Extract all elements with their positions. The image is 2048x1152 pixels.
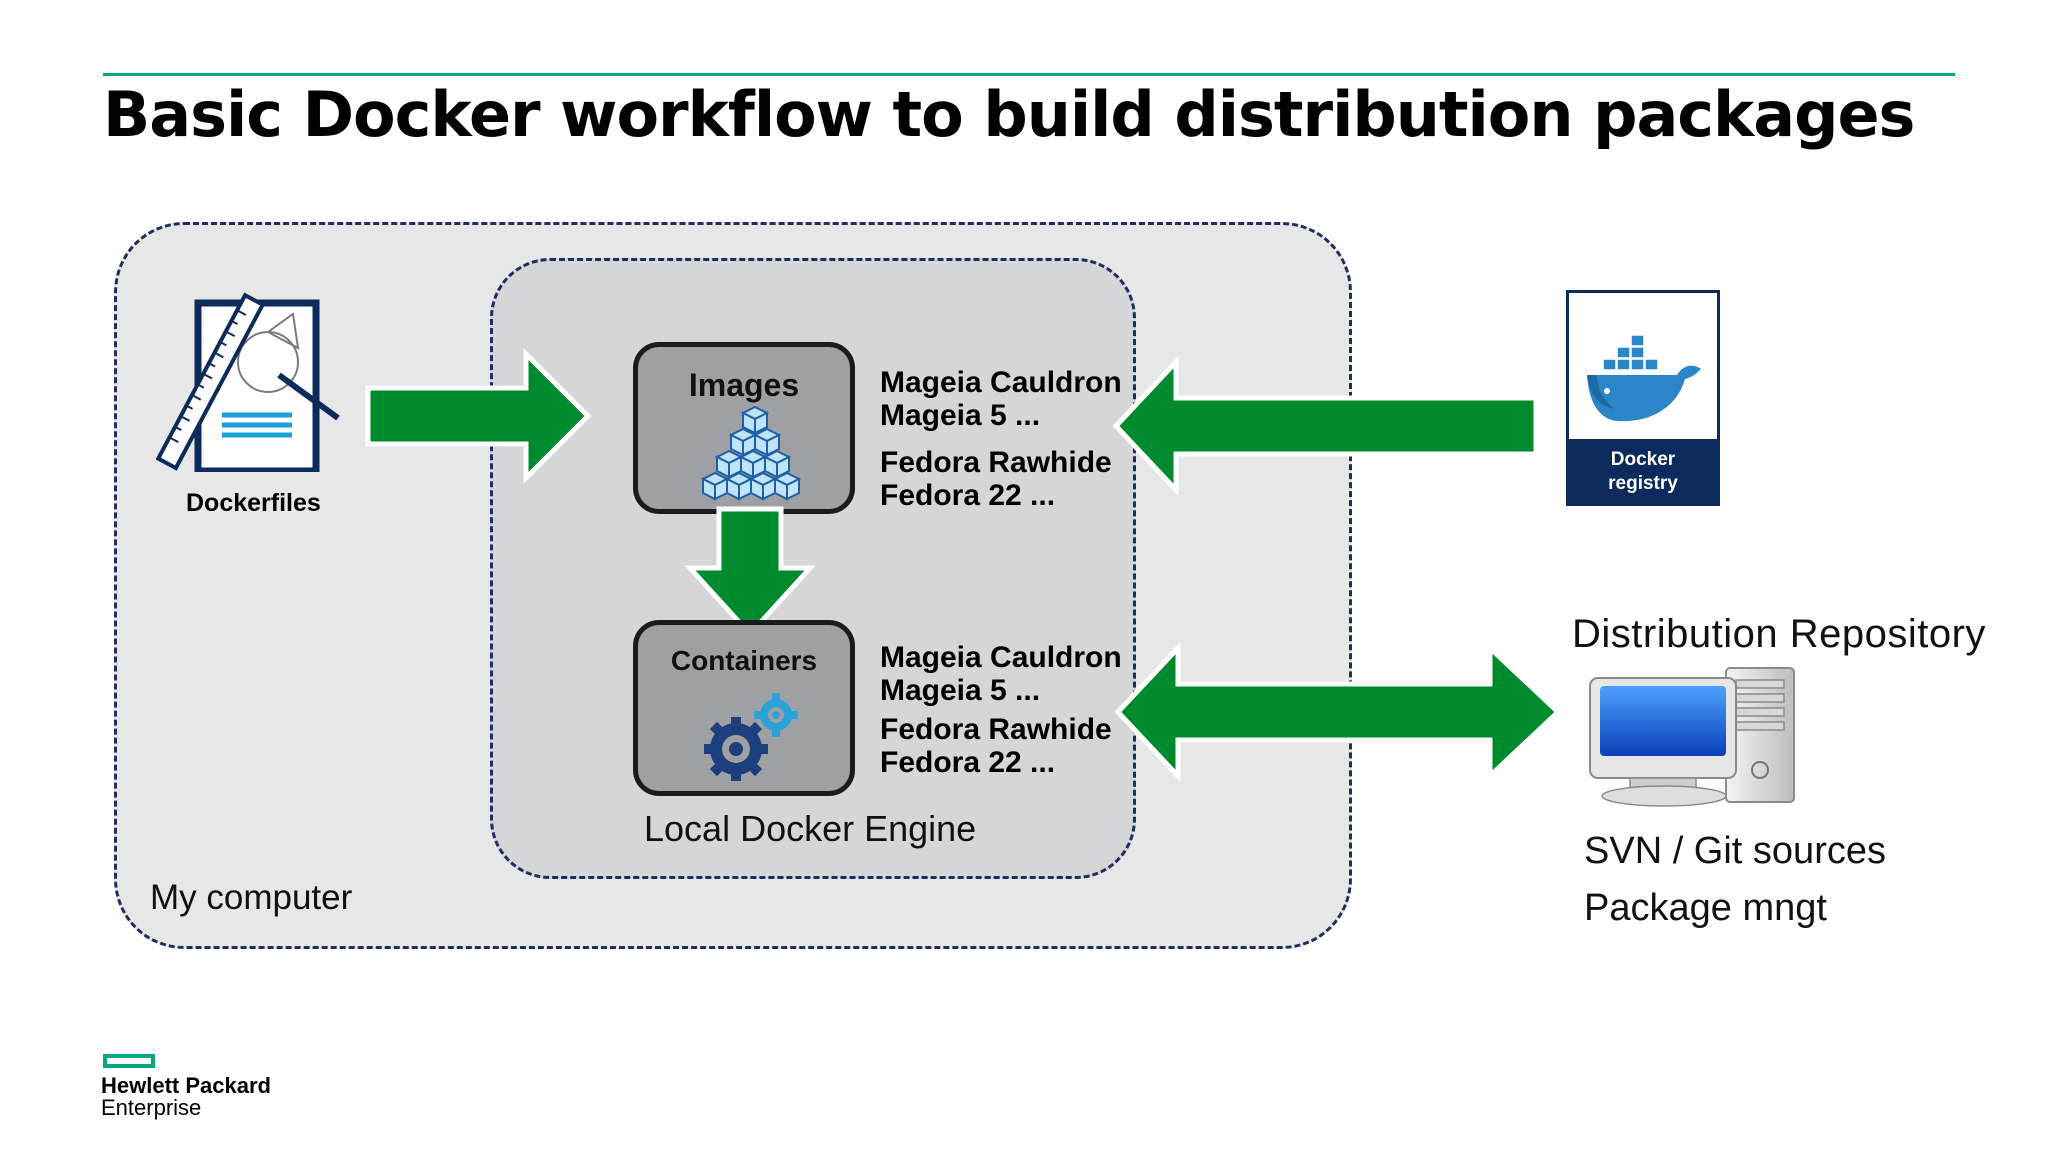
computer-server-icon (1589, 667, 1795, 807)
stacked-cubes-icon (700, 405, 802, 501)
docker-registry-box: Docker registry (1566, 290, 1720, 506)
title-rule (103, 73, 1955, 76)
images-card: Images (633, 342, 855, 514)
arrow-down-images-to-containers (684, 506, 816, 638)
docker-whale-icon (1587, 334, 1701, 422)
docker-registry-label: Docker registry (1569, 439, 1717, 503)
containers-distro-list: Mageia Cauldron Mageia 5 ... Fedora Rawh… (880, 641, 1122, 779)
hpe-logo-rectangle (103, 1054, 155, 1068)
hpe-logo-text: Hewlett Packard Enterprise (101, 1073, 271, 1120)
repository-title: Distribution Repository (1572, 612, 1986, 656)
arrow-right-dockerfiles-to-images (365, 347, 592, 485)
containers-card: Containers (633, 620, 855, 796)
images-distro-mageia-cauldron: Mageia Cauldron (880, 366, 1122, 399)
arrow-left-registry-to-images (1112, 355, 1539, 497)
images-distro-fedora-22: Fedora 22 ... (880, 479, 1056, 512)
containers-label: Containers (670, 645, 818, 676)
slide-title: Basic Docker workflow to build distribut… (103, 78, 1915, 151)
repository-package-mngt: Package mngt (1584, 887, 1827, 929)
my-computer-label: My computer (150, 878, 353, 917)
dockerfile-document-icon (156, 292, 340, 472)
arrow-bidirectional-containers-repository (1114, 641, 1562, 783)
dockerfiles-label: Dockerfiles (186, 489, 321, 517)
images-label: Images (688, 367, 800, 403)
docker-engine-label: Local Docker Engine (644, 808, 977, 849)
images-distro-mageia-5: Mageia 5 ... (880, 399, 1041, 432)
repository-svn-git-sources: SVN / Git sources (1584, 830, 1886, 872)
containers-distro-mageia-cauldron: Mageia Cauldron (880, 641, 1122, 674)
images-distro-list: Mageia Cauldron Mageia 5 ... Fedora Rawh… (880, 366, 1122, 512)
images-distro-fedora-rawhide: Fedora Rawhide (880, 446, 1112, 479)
containers-distro-fedora-rawhide: Fedora Rawhide (880, 713, 1112, 746)
gears-icon (704, 693, 798, 781)
containers-distro-fedora-22: Fedora 22 ... (880, 746, 1056, 779)
containers-distro-mageia-5: Mageia 5 ... (880, 674, 1041, 707)
